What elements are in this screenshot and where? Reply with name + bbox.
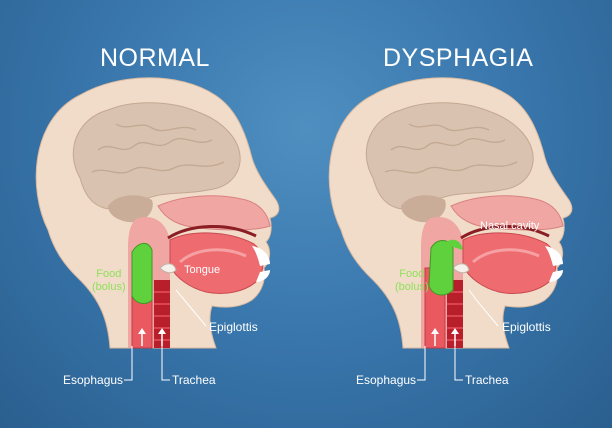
normal-title: NORMAL (100, 44, 210, 72)
food-bolus-label-normal: Food (bolus) (92, 268, 126, 293)
nasal-cavity-label: Nasal cavity (480, 220, 540, 232)
dysphagia-title: DYSPHAGIA (383, 44, 534, 72)
esophagus-label-normal: Esophagus (63, 373, 124, 387)
food-bolus-label-dysphagia: Food (bolus) (395, 268, 429, 293)
tongue-label: Tongue (184, 264, 221, 276)
esophagus-label-dysphagia: Esophagus (356, 373, 417, 387)
leader-lines-normal (124, 289, 207, 381)
leader-lines-dysphagia (417, 289, 499, 381)
epiglottis-label-dysphagia: Epiglottis (502, 320, 551, 334)
dysphagia-head-illustration (327, 76, 574, 350)
trachea-label-dysphagia: Trachea (465, 373, 509, 387)
epiglottis-label-normal: Epiglottis (209, 320, 258, 334)
trachea-label-normal: Trachea (172, 373, 216, 387)
normal-head-illustration (34, 76, 281, 350)
